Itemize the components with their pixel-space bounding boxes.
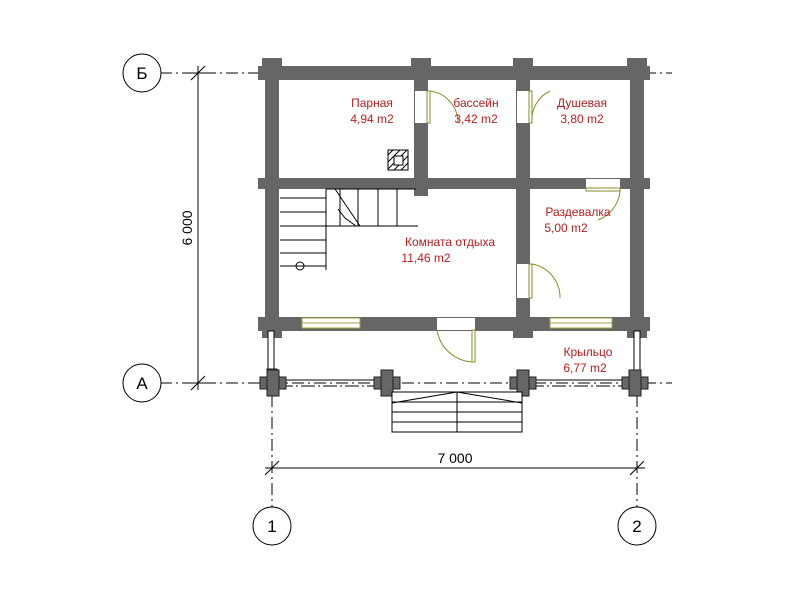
dimension-vertical-label: 6 000 xyxy=(179,210,195,245)
axis-label-col-left: 1 xyxy=(267,517,276,536)
room-porch: Крыльцо 6,77 m2 xyxy=(563,345,612,375)
room-rest-name: Комната отдыха xyxy=(405,235,495,249)
room-changing-area: 5,00 m2 xyxy=(544,221,588,235)
room-steam-name: Парная xyxy=(351,96,393,110)
axis-bubble-col-left: 1 xyxy=(252,506,292,546)
axis-bubble-col-right: 2 xyxy=(617,506,657,546)
room-changing: Раздевалка 5,00 m2 xyxy=(544,205,611,235)
porch xyxy=(259,330,649,433)
room-shower: Душевая 3,80 m2 xyxy=(557,96,607,126)
axis-label-row-top: Б xyxy=(136,64,147,83)
dimension-horizontal: 7 000 xyxy=(264,450,645,476)
room-pool-area: 3,42 m2 xyxy=(454,112,498,126)
axis-label-col-right: 2 xyxy=(632,517,641,536)
room-rest: Комната отдыха 11,46 m2 xyxy=(401,235,495,265)
room-porch-name: Крыльцо xyxy=(564,345,613,359)
room-pool: бассейн 3,42 m2 xyxy=(453,96,498,126)
room-changing-name: Раздевалка xyxy=(545,205,610,219)
room-steam: Парная 4,94 m2 xyxy=(350,96,394,126)
room-shower-name: Душевая xyxy=(557,96,607,110)
axis-label-row-bottom: А xyxy=(136,374,148,393)
dimension-horizontal-label: 7 000 xyxy=(437,450,472,466)
staircase xyxy=(280,188,418,271)
dimension-vertical: 6 000 xyxy=(179,65,210,391)
room-porch-area: 6,77 m2 xyxy=(563,361,607,375)
windows xyxy=(301,317,613,329)
room-steam-area: 4,94 m2 xyxy=(350,112,394,126)
room-rest-area: 11,46 m2 xyxy=(401,251,450,265)
axis-bubble-row-bottom: А xyxy=(122,363,162,403)
axis-bubble-row-top: Б xyxy=(122,53,162,93)
room-pool-name: бассейн xyxy=(453,96,498,110)
stove-icon xyxy=(387,149,409,171)
doors xyxy=(415,90,621,363)
room-shower-area: 3,80 m2 xyxy=(560,112,604,126)
